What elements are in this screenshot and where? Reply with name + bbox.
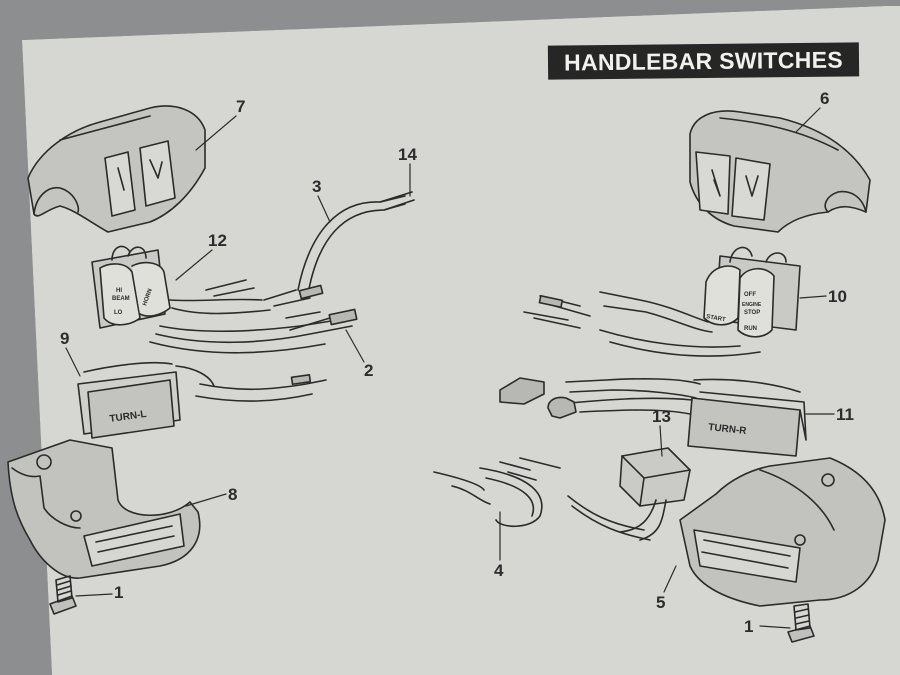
right-screw [787, 603, 815, 643]
label-turn-left: TURN-L [109, 409, 147, 425]
left-upper-housing [27, 105, 206, 233]
callout-1-left: 1 [114, 583, 124, 602]
label-turn-right: TURN-R [708, 422, 748, 437]
left-wires [149, 191, 415, 402]
label-lo: LO [114, 310, 123, 316]
callout-12: 12 [208, 231, 227, 250]
callout-6: 6 [820, 89, 830, 108]
callout-13: 13 [652, 407, 671, 426]
label-run: RUN [744, 326, 757, 332]
callout-14: 14 [398, 145, 417, 164]
switch-label-texts: TURN-L TURN-R HI BEAM LO HORN START OFF … [109, 288, 762, 437]
label-start: START [706, 314, 727, 323]
right-upper-housing [689, 110, 871, 233]
right-switch-assembly [703, 246, 801, 338]
right-turn-switch [687, 378, 807, 457]
callout-7: 7 [236, 97, 246, 116]
left-screw [49, 575, 77, 615]
callout-10: 10 [828, 287, 847, 306]
right-connectors [499, 294, 577, 419]
callout-8: 8 [228, 485, 238, 504]
callout-4: 4 [494, 561, 504, 580]
label-off: OFF [744, 292, 756, 298]
right-lower-housing [679, 457, 886, 607]
left-lower-housing [7, 439, 201, 579]
leader-lines [65, 107, 835, 629]
callout-9: 9 [60, 329, 70, 348]
right-module [619, 447, 691, 541]
label-stop: STOP [744, 310, 760, 316]
callout-5: 5 [656, 593, 666, 612]
left-turn-switch [77, 361, 181, 439]
callout-3: 3 [312, 177, 322, 196]
paper-sheet [22, 6, 900, 675]
page-title: HANDLEBAR SWITCHES [547, 42, 860, 80]
label-engine: ENGINE [742, 302, 762, 308]
left-connectors [290, 284, 358, 386]
label-beam: BEAM [112, 296, 130, 302]
callout-2: 2 [364, 361, 374, 380]
callout-11: 11 [836, 405, 854, 424]
label-hi: HI [116, 288, 122, 294]
callout-1-right: 1 [744, 617, 754, 636]
label-horn: HORN [142, 288, 154, 307]
left-switch-assembly [91, 245, 171, 329]
